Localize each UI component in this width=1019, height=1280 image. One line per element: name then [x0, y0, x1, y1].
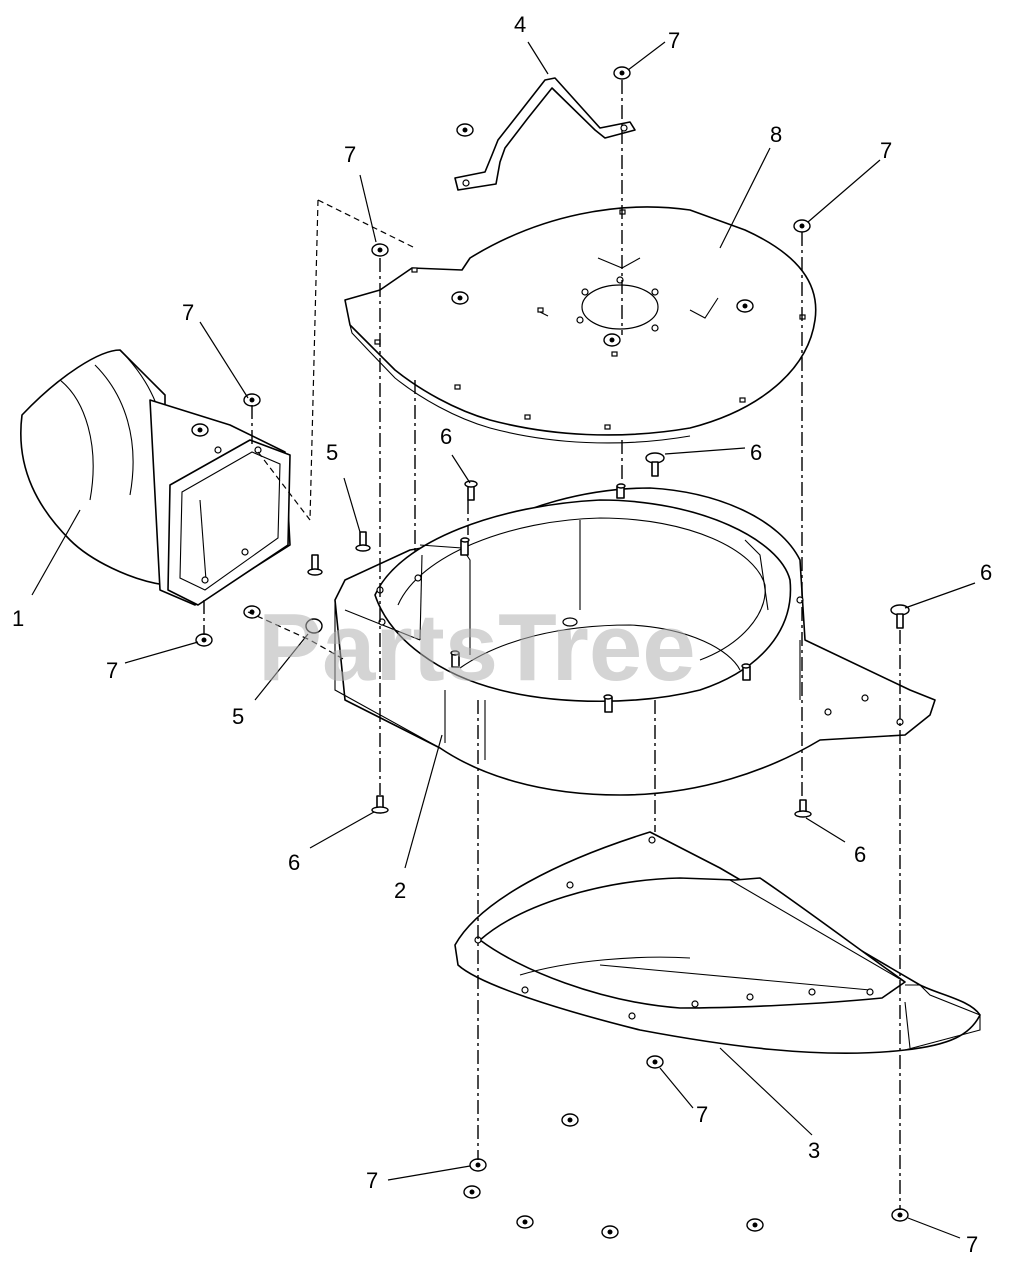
callout-1: 1	[12, 606, 24, 631]
callout-7-chute-bottom: 7	[106, 658, 118, 683]
callout-7-discharge: 7	[696, 1102, 708, 1127]
fasteners	[305, 452, 910, 818]
housing-part-2	[334, 487, 936, 796]
loose-nuts	[463, 1055, 909, 1239]
callout-5-left: 5	[232, 704, 244, 729]
discharge-part-3	[454, 831, 981, 1055]
callout-6-bottom-left: 6	[288, 850, 300, 875]
watermark: PartsTree	[258, 594, 696, 701]
inlet-chute-part-1	[20, 349, 291, 647]
callout-7-top: 7	[668, 28, 680, 53]
callout-2: 2	[394, 878, 406, 903]
callout-8: 8	[770, 122, 782, 147]
callout-7-bottom-left: 7	[366, 1168, 378, 1193]
strap-part-4	[454, 77, 636, 191]
cover-plate-part-8	[344, 206, 817, 444]
callout-5-top: 5	[326, 440, 338, 465]
callout-7-chute-top: 7	[182, 300, 194, 325]
callout-6-right: 6	[980, 560, 992, 585]
callout-7-cover-right: 7	[880, 138, 892, 163]
callout-3: 3	[808, 1138, 820, 1163]
housing-pins	[450, 483, 751, 713]
callout-labels: 1 2 3 4 5 5 6 6 6 6 6 7 7 7 7 7 7 7 7 8	[12, 12, 992, 1257]
callout-4: 4	[514, 12, 526, 37]
callout-6-center: 6	[440, 424, 452, 449]
callout-leaders	[31, 41, 976, 1239]
alignment-lines	[203, 80, 901, 1210]
callout-7-bottom-right: 7	[966, 1232, 978, 1257]
cover-nuts	[371, 66, 811, 347]
callout-7-cover-left: 7	[344, 142, 356, 167]
callout-6-bottom-right: 6	[854, 842, 866, 867]
callout-6-mid-right: 6	[750, 440, 762, 465]
